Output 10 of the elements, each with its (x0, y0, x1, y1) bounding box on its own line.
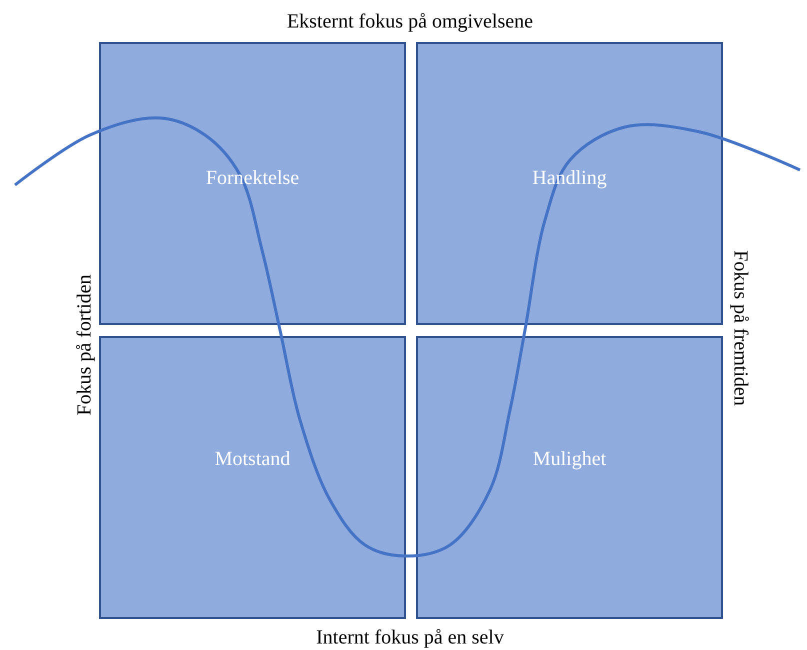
axis-label: Eksternt fokus på omgivelsene (286, 10, 534, 34)
quadrant-label: Motstand (214, 448, 292, 471)
quadrant-label: Mulighet (532, 448, 608, 471)
axis-label: Internt fokus på en selv (316, 626, 504, 650)
quadrant-box (416, 336, 723, 619)
quadrant-box (99, 42, 406, 325)
quadrant-box (99, 336, 406, 619)
axis-label: Fokus på fremtiden (728, 250, 752, 406)
quadrant-box (416, 42, 723, 325)
axis-label: Fokus på fortiden (74, 274, 96, 416)
